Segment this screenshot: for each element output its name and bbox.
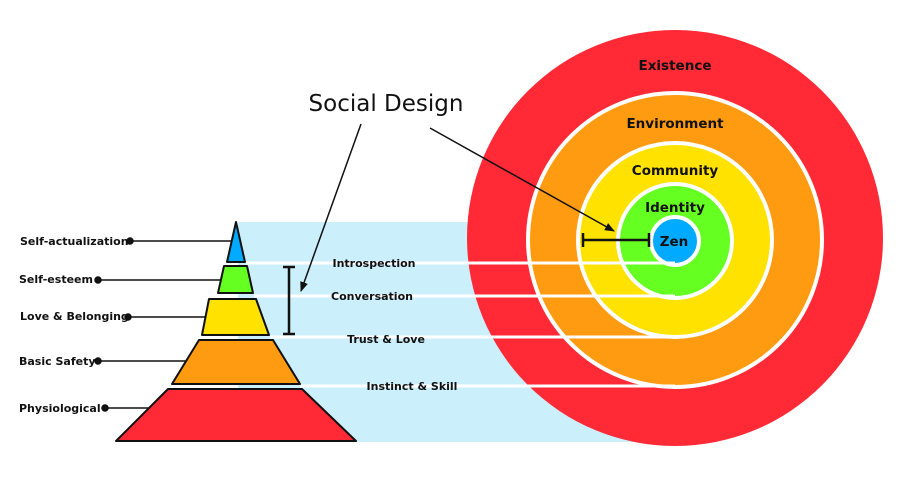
pyramid-level-self-actualization	[226, 221, 246, 263]
ring-range-bracket	[581, 233, 651, 247]
band-separators	[246, 261, 675, 388]
pyramid-level-love-belonging	[201, 298, 270, 336]
pyramid-labels	[94, 237, 232, 412]
diagram-title: Social Design	[309, 91, 464, 117]
label-self-esteem: Self-esteem	[19, 273, 93, 286]
ring-label-zen: Zen	[660, 234, 689, 250]
ring-label-environment: Environment	[626, 116, 724, 132]
label-physiological: Physiological	[19, 402, 101, 415]
ring-label-identity: Identity	[645, 200, 705, 216]
band-label-instinct-skill: Instinct & Skill	[367, 380, 458, 393]
ring-label-existence: Existence	[639, 58, 712, 74]
ring-label-community: Community	[632, 163, 719, 179]
pyramid-level-physiological	[115, 388, 357, 442]
band-label-introspection: Introspection	[333, 257, 416, 270]
pyramid-level-basic-safety	[171, 339, 301, 385]
band-label-conversation: Conversation	[331, 290, 413, 303]
arrow-to-pyramid	[300, 123, 362, 292]
ring-zen	[649, 215, 701, 267]
pyramid-level-self-esteem	[217, 265, 254, 294]
label-self-actualization: Self-actualization	[20, 235, 129, 248]
pyramid-range-bracket	[283, 265, 295, 336]
pyramid	[115, 221, 357, 442]
label-basic-safety: Basic Safety	[19, 355, 96, 368]
label-love-belonging: Love & Belonging	[20, 310, 129, 323]
arrow-to-rings	[429, 127, 615, 232]
band-label-trust-love: Trust & Love	[347, 333, 425, 346]
